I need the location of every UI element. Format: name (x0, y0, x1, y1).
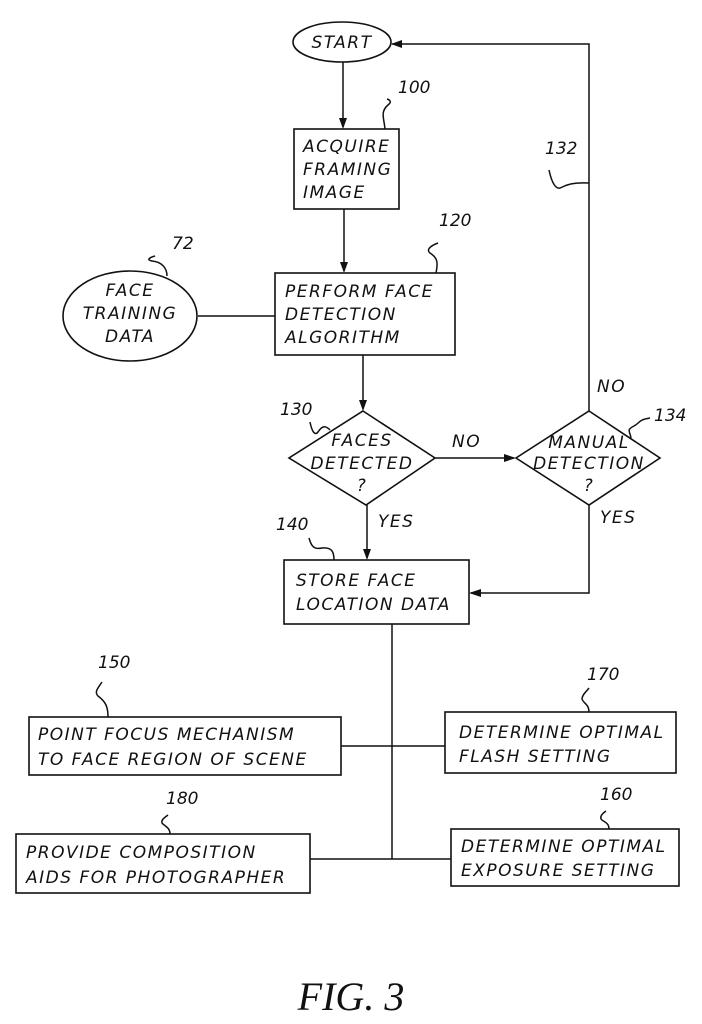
start-terminal-shape (292, 21, 392, 63)
manual-line-1: MANUAL (548, 433, 630, 453)
faces-decision-shape (287, 410, 437, 506)
leader-132 (548, 169, 590, 189)
perform-line-1: PERFORM FACE (285, 282, 434, 302)
store-line-1: STORE FACE (296, 571, 417, 591)
leader-140 (308, 537, 335, 561)
flash-line-2: FLASH SETTING (459, 747, 612, 767)
focus-box (28, 716, 342, 776)
edge-labels: 132 NO YES NO YES (378, 139, 636, 532)
focus-line-1: POINT FOCUS MECHANISM (38, 725, 295, 745)
store-line-2: LOCATION DATA (296, 595, 451, 615)
ref-130: 130 (280, 400, 312, 420)
node-acquire: ACQUIRE FRAMING IMAGE 100 (293, 78, 430, 210)
node-start: START (292, 21, 392, 63)
arrowhead-acquire (339, 118, 347, 129)
exposure-line-2: EXPOSURE SETTING (461, 861, 655, 881)
perform-line-2: DETECTION (285, 305, 397, 325)
faces-yes-label: YES (378, 512, 414, 532)
composition-box (15, 833, 311, 894)
node-composition: PROVIDE COMPOSITION AIDS FOR PHOTOGRAPHE… (15, 789, 311, 894)
perform-line-3: ALGORITHM (284, 328, 401, 348)
acquire-line-1: ACQUIRE (302, 137, 390, 157)
edge-manual-start-loop (392, 43, 590, 411)
arrowhead-store-right (469, 589, 481, 597)
ref-180: 180 (166, 789, 198, 809)
training-line-1: FACE (105, 281, 154, 301)
ref-72: 72 (172, 234, 194, 254)
arrowhead-faces (359, 400, 367, 411)
focus-line-2: TO FACE REGION OF SCENE (38, 750, 308, 770)
manual-no-label: NO (597, 377, 626, 397)
node-exposure: DETERMINE OPTIMAL EXPOSURE SETTING 160 (450, 785, 680, 887)
node-manual: MANUAL DETECTION ? 134 (514, 406, 686, 506)
ref-150: 150 (98, 653, 130, 673)
node-focus: POINT FOCUS MECHANISM TO FACE REGION OF … (28, 653, 342, 776)
node-faces: FACES DETECTED ? 130 (280, 400, 437, 506)
ref-160: 160 (600, 785, 632, 805)
store-box (283, 559, 470, 625)
node-training: FACE TRAINING DATA 72 (62, 234, 198, 362)
exposure-line-1: DETERMINE OPTIMAL (461, 837, 667, 857)
manual-line-3: ? (584, 476, 595, 496)
training-line-3: DATA (105, 327, 155, 347)
perform-box (274, 272, 456, 356)
leader-134 (628, 417, 651, 439)
composition-line-1: PROVIDE COMPOSITION (26, 843, 257, 863)
training-line-2: TRAINING (83, 304, 177, 324)
node-flash: DETERMINE OPTIMAL FLASH SETTING 170 (444, 665, 677, 774)
leader-72 (148, 255, 168, 277)
ref-140: 140 (276, 515, 308, 535)
arrowhead-start (391, 40, 402, 48)
arrowhead-store-top (363, 549, 371, 560)
connectors (198, 40, 590, 860)
faces-no-label: NO (452, 432, 481, 452)
leader-180 (161, 814, 171, 835)
leader-150 (95, 681, 109, 718)
acquire-box (293, 128, 400, 210)
leader-170 (581, 687, 590, 713)
exposure-box (450, 828, 680, 887)
leader-160 (600, 810, 610, 830)
faces-line-3: ? (357, 476, 368, 496)
leader-100 (382, 98, 391, 130)
leader-120 (427, 242, 439, 274)
faces-line-2: DETECTED (310, 454, 413, 474)
faces-line-1: FACES (331, 431, 392, 451)
edge-manual-store (471, 505, 590, 594)
training-data-shape (62, 270, 198, 362)
reference-leaders (95, 98, 651, 835)
node-store: STORE FACE LOCATION DATA 140 (276, 515, 470, 625)
composition-line-2: AIDS FOR PHOTOGRAPHER (25, 868, 286, 888)
node-perform: PERFORM FACE DETECTION ALGORITHM 120 (274, 211, 471, 356)
manual-line-2: DETECTION (533, 454, 645, 474)
flash-line-1: DETERMINE OPTIMAL (459, 723, 665, 743)
manual-decision-shape (514, 410, 662, 506)
arrowhead-manual (504, 454, 516, 462)
figure-caption: FIG. 3 (297, 974, 405, 1019)
arrowhead-perform (340, 262, 348, 273)
acquire-line-2: FRAMING (303, 160, 392, 180)
leader-130 (309, 421, 331, 435)
flash-box (444, 711, 677, 774)
ref-134: 134 (654, 406, 686, 426)
ref-132: 132 (545, 139, 577, 159)
start-label: START (312, 33, 373, 53)
acquire-line-3: IMAGE (303, 183, 366, 203)
ref-120: 120 (439, 211, 471, 231)
manual-yes-label: YES (600, 508, 636, 528)
ref-100: 100 (398, 78, 430, 98)
ref-170: 170 (587, 665, 619, 685)
